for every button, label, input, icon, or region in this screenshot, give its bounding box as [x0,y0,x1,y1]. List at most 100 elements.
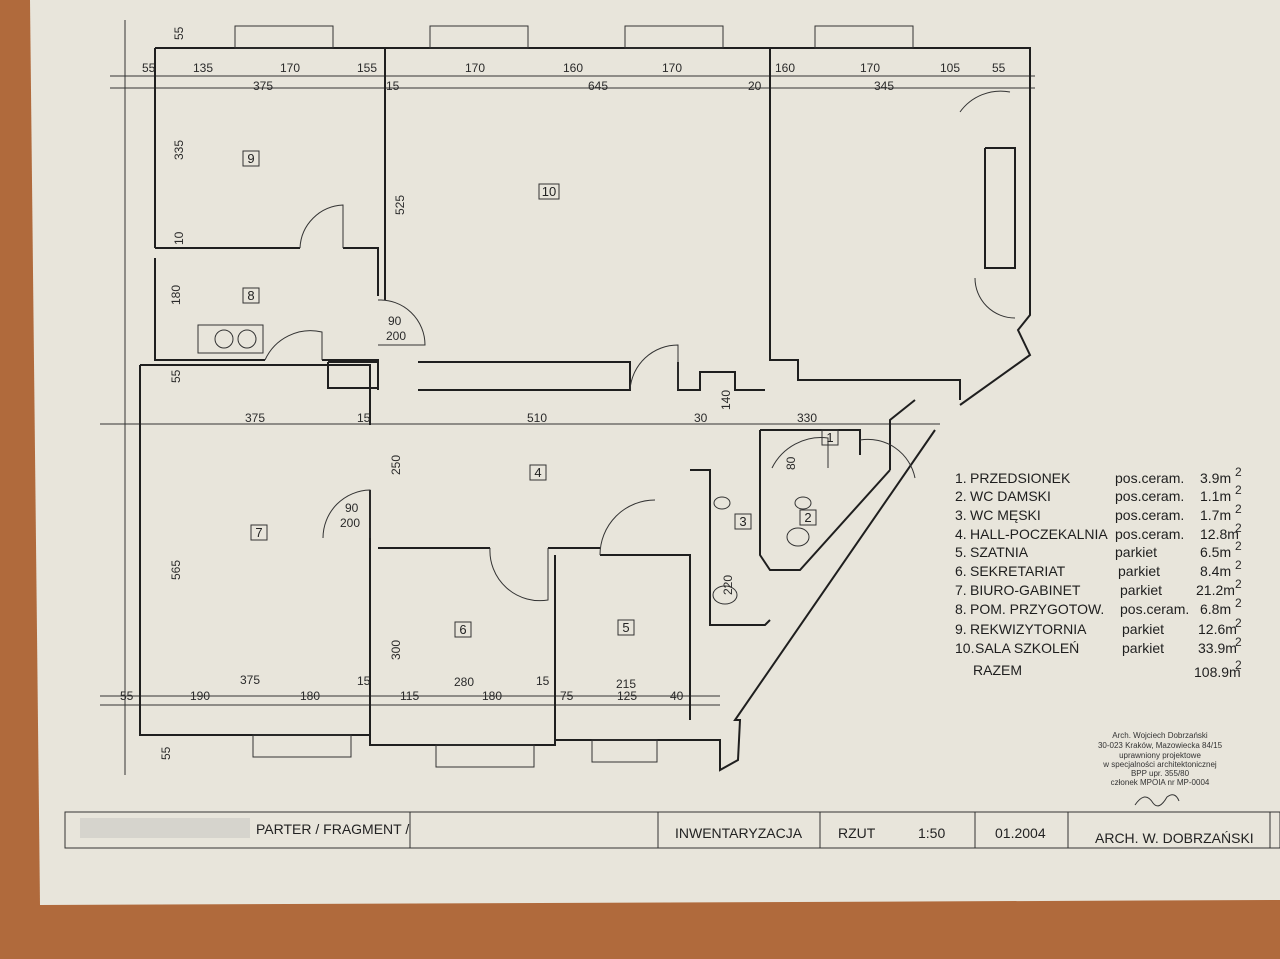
svg-text:90: 90 [345,501,359,515]
legend-row: 2. WC DAMSKI pos.ceram. 1.1m 2 [955,483,1242,504]
svg-text:170: 170 [280,61,300,75]
svg-text:375: 375 [245,411,265,425]
svg-text:8.4m: 8.4m [1200,563,1231,579]
svg-text:200: 200 [386,329,406,343]
svg-text:90: 90 [388,314,402,328]
architect-stamp: Arch. Wojciech Dobrzański 30-023 Kraków,… [1098,731,1223,807]
svg-text:6.: 6. [955,563,967,579]
room-label: 7 [255,525,262,540]
legend-row: 8. POM. PRZYGOTOW. pos.ceram. 6.8m 2 [955,596,1242,617]
svg-text:55: 55 [159,746,173,760]
svg-text:2: 2 [1235,596,1242,610]
title-part: PARTER / FRAGMENT / [256,821,409,837]
svg-text:645: 645 [588,79,608,93]
svg-text:pos.ceram.: pos.ceram. [1115,488,1184,504]
legend-row: 7. BIURO-GABINET parkiet 21.2m 2 [955,577,1242,598]
title-view: RZUT [838,825,876,841]
svg-text:20: 20 [748,79,762,93]
legend-row: 6. SEKRETARIAT parkiet 8.4m 2 [955,558,1242,579]
svg-text:pos.ceram.: pos.ceram. [1115,507,1184,523]
svg-text:55: 55 [120,689,134,703]
outer-walls [139,25,1032,772]
svg-text:parkiet: parkiet [1115,544,1157,560]
svg-text:pos.ceram.: pos.ceram. [1115,470,1184,486]
svg-text:pos.ceram.: pos.ceram. [1120,601,1189,617]
svg-text:pos.ceram.: pos.ceram. [1115,526,1184,542]
svg-text:80: 80 [784,456,798,470]
svg-text:1.7m: 1.7m [1200,507,1231,523]
svg-text:6.5m: 6.5m [1200,544,1231,560]
svg-text:250: 250 [389,455,403,475]
svg-text:9.: 9. [955,621,967,637]
svg-text:12.6m: 12.6m [1198,621,1237,637]
signature [1134,794,1180,807]
svg-text:108.9m: 108.9m [1194,664,1241,680]
svg-text:10.: 10. [955,640,974,656]
svg-text:2: 2 [1235,558,1242,572]
svg-text:21.2m: 21.2m [1196,582,1235,598]
svg-text:140: 140 [719,390,733,410]
svg-text:335: 335 [172,140,186,160]
svg-text:55: 55 [172,26,186,40]
svg-text:2: 2 [1235,539,1242,553]
svg-text:2: 2 [1235,577,1242,591]
svg-text:7.: 7. [955,582,967,598]
svg-text:WC MĘSKI: WC MĘSKI [970,507,1041,523]
legend-row: 9. REKWIZYTORNIA parkiet 12.6m 2 [955,616,1242,637]
svg-text:15: 15 [536,674,550,688]
svg-text:510: 510 [527,411,547,425]
title-author: ARCH. W. DOBRZAŃSKI [1095,830,1254,846]
room-label: 6 [459,622,466,637]
room-label: 2 [804,510,811,525]
room-markers: 9 10 8 4 7 6 5 1 3 2 [242,150,839,638]
svg-text:135: 135 [193,61,213,75]
svg-text:1.1m: 1.1m [1200,488,1231,504]
svg-text:15: 15 [357,674,371,688]
svg-text:2: 2 [1235,502,1242,516]
svg-text:125: 125 [617,689,637,703]
svg-text:PRZEDSIONEK: PRZEDSIONEK [970,470,1071,486]
svg-text:15: 15 [357,411,371,425]
door-swings [264,90,1016,602]
svg-text:170: 170 [860,61,880,75]
legend-row: 10. SALA SZKOLEŃ parkiet 33.9m 2 [955,635,1242,656]
svg-text:565: 565 [169,560,183,580]
svg-text:2.: 2. [955,488,967,504]
svg-text:30: 30 [694,411,708,425]
svg-text:345: 345 [874,79,894,93]
paper [30,0,1280,905]
legend-total: RAZEM 108.9m 2 [973,658,1242,680]
title-scale: 1:50 [918,825,945,841]
svg-text:180: 180 [169,285,183,305]
svg-text:parkiet: parkiet [1122,621,1164,637]
svg-text:3.: 3. [955,507,967,523]
svg-text:Arch. Wojciech Dobrzański: Arch. Wojciech Dobrzański [1112,731,1208,740]
room-label: 8 [247,288,254,303]
svg-text:POM. PRZYGOTOW.: POM. PRZYGOTOW. [970,601,1104,617]
svg-text:2: 2 [1235,465,1242,479]
svg-text:180: 180 [482,689,502,703]
svg-text:1.: 1. [955,470,967,486]
svg-text:SALA SZKOLEŃ: SALA SZKOLEŃ [975,640,1079,656]
legend-row: 3. WC MĘSKI pos.ceram. 1.7m 2 [955,502,1242,523]
svg-text:30-023 Kraków, Mazowiecka 84/1: 30-023 Kraków, Mazowiecka 84/15 [1098,741,1223,750]
svg-text:parkiet: parkiet [1122,640,1164,656]
svg-text:330: 330 [797,411,817,425]
svg-text:190: 190 [190,689,210,703]
svg-text:375: 375 [240,673,260,687]
svg-text:170: 170 [465,61,485,75]
title-block: PARTER / FRAGMENT / INWENTARYZACJA RZUT … [64,811,1280,849]
svg-text:55: 55 [142,61,156,75]
svg-text:33.9m: 33.9m [1198,640,1237,656]
svg-text:2: 2 [1235,483,1242,497]
svg-text:160: 160 [563,61,583,75]
svg-text:15: 15 [386,79,400,93]
svg-text:SEKRETARIAT: SEKRETARIAT [970,563,1066,579]
blurred-field [80,818,250,838]
svg-text:WC DAMSKI: WC DAMSKI [970,488,1051,504]
svg-text:215: 215 [616,677,636,691]
svg-text:55: 55 [992,61,1006,75]
svg-text:160: 160 [775,61,795,75]
